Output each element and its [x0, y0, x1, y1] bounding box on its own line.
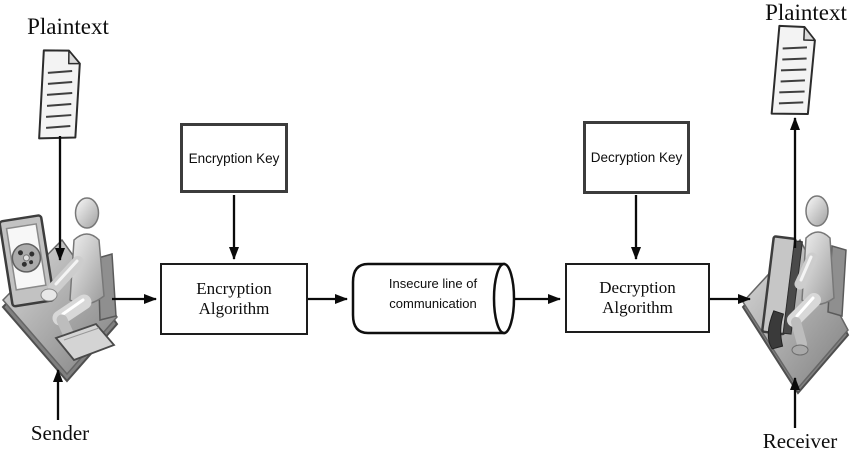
sender-keyboard-detail: [63, 327, 100, 341]
sender-arm-highlight: [54, 259, 79, 286]
sender-head: [74, 197, 100, 229]
sender-hand: [40, 288, 58, 302]
sender-keyboard-icon: [54, 322, 116, 362]
decryption-algorithm-box: Decryption Algorithm: [565, 263, 710, 333]
sender-monitor-icon: [0, 214, 56, 308]
decryption-key-box: Decryption Key: [583, 121, 690, 194]
insecure-channel-cylinder-icon: [351, 262, 516, 335]
plaintext-document-icon-left: [38, 49, 81, 140]
decryption-key-box-label: Decryption Key: [590, 150, 683, 165]
receiver-label: Receiver: [762, 429, 838, 453]
receiver-person-at-computer-icon: [741, 195, 850, 395]
plaintext-label-right: Plaintext: [765, 0, 847, 25]
encryption-key-box-label: Encryption Key: [188, 150, 280, 166]
receiver-thigh-highlight: [795, 296, 815, 318]
encryption-algorithm-box-label: Encryption Algorithm: [196, 279, 272, 318]
sender-person-at-computer-icon: [0, 197, 119, 383]
sender-label: Sender: [30, 421, 90, 445]
encryption-key-box: Encryption Key: [180, 123, 288, 193]
receiver-arm-highlight: [799, 255, 813, 282]
insecure-channel-label-line1: Insecure line of: [388, 276, 478, 291]
receiver-monitor-stand: [767, 310, 785, 350]
encryption-algorithm-box: Encryption Algorithm: [160, 263, 308, 335]
connector-arrows: [53, 117, 800, 428]
receiver-head: [805, 195, 829, 227]
receiver-monitor-back-icon: [761, 235, 803, 350]
insecure-channel-label: Insecure line of communication: [358, 274, 508, 314]
receiver-foot: [791, 344, 809, 356]
receiver-shin: [791, 317, 807, 349]
plaintext-label-left: Plaintext: [27, 14, 109, 39]
decryption-algorithm-box-label: Decryption Algorithm: [599, 278, 676, 317]
sender-thigh-highlight: [61, 298, 85, 316]
plaintext-document-icon-right: [770, 24, 816, 116]
insecure-channel-label-line2: communication: [389, 296, 477, 311]
